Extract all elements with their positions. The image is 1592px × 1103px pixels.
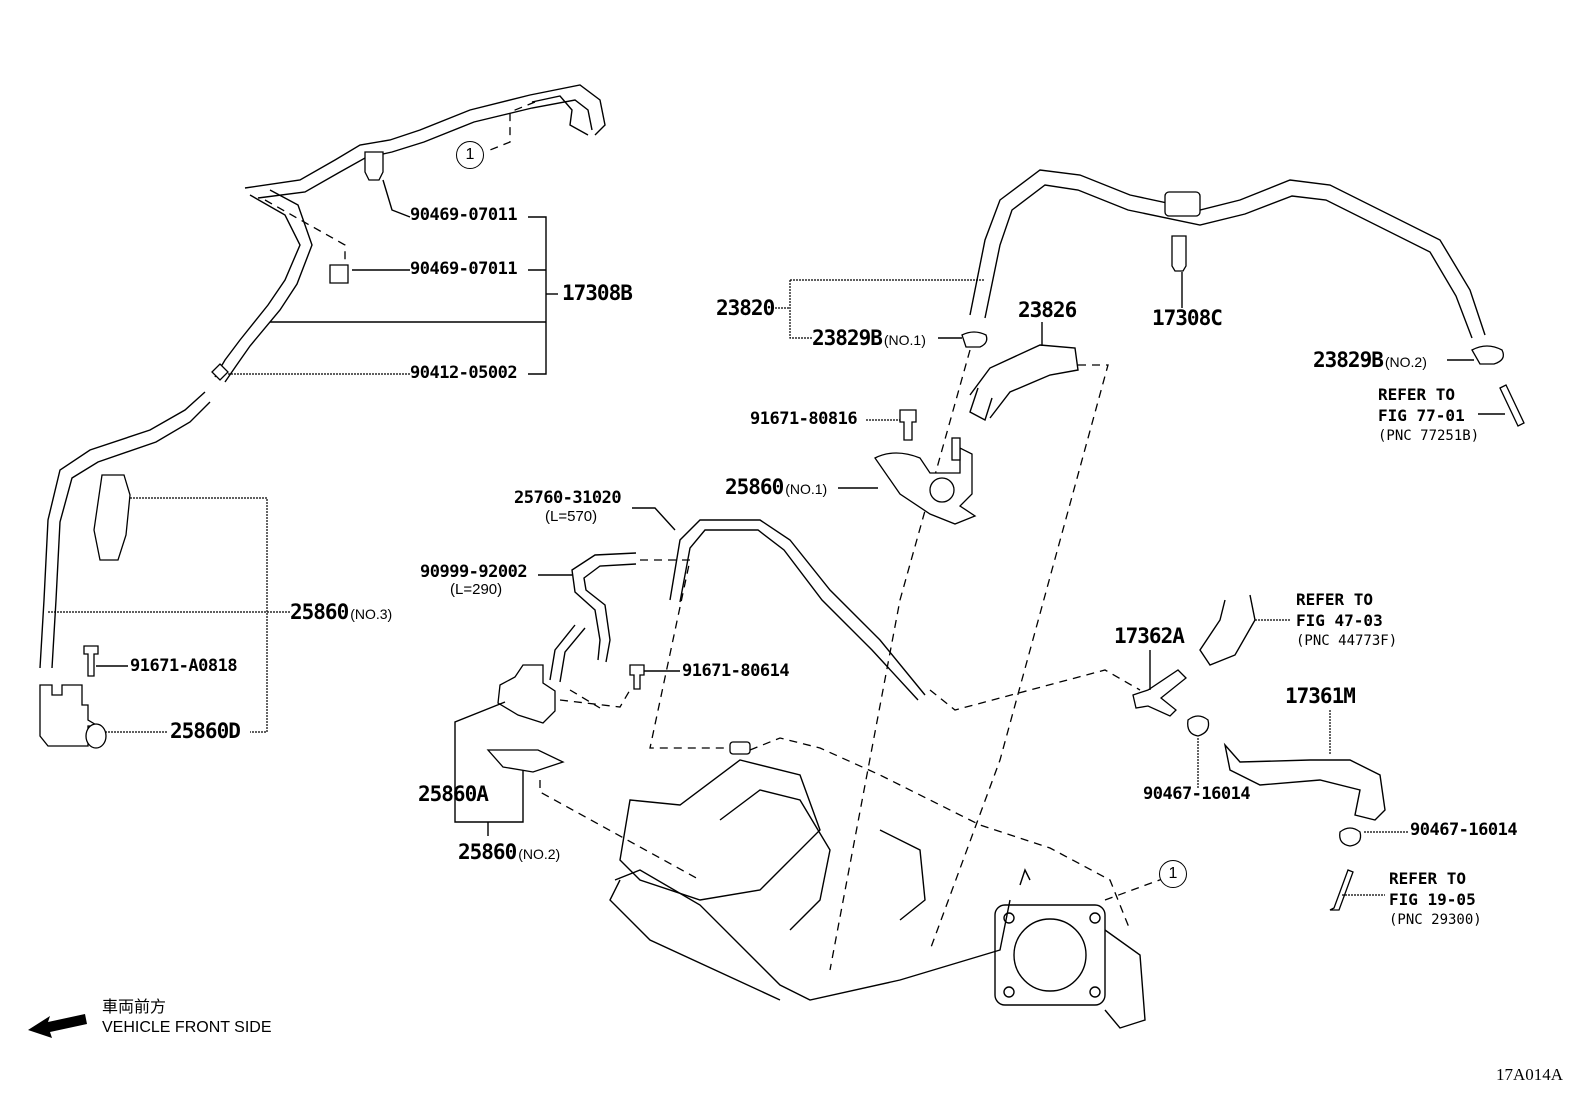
part-label-23826[interactable]: 23826 bbox=[1018, 298, 1077, 322]
intake-manifold bbox=[609, 737, 1146, 1029]
reference-line: REFER TO bbox=[1389, 869, 1467, 888]
direction-label-en: VEHICLE FRONT SIDE bbox=[102, 1019, 272, 1036]
clamp-90469-a bbox=[364, 151, 384, 181]
hose-ref-19-05 bbox=[1329, 869, 1354, 911]
hose-23820 bbox=[969, 169, 1525, 427]
vehicle-front-side-label: 車両前方 VEHICLE FRONT SIDE bbox=[102, 998, 272, 1038]
part-label-25860a[interactable]: 25860A bbox=[418, 782, 489, 806]
part-label-17308c[interactable]: 17308C bbox=[1152, 306, 1223, 330]
reference-pnc: (PNC 29300) bbox=[1389, 912, 1482, 928]
part-suffix: (NO.1) bbox=[785, 481, 828, 497]
vsv-25860-no1 bbox=[874, 437, 977, 525]
part-label-90467-16014-b[interactable]: 90467-16014 bbox=[1410, 820, 1518, 840]
part-number: 23829B bbox=[812, 326, 883, 350]
part-label-23829b-no2[interactable]: 23829B(NO.2) bbox=[1313, 350, 1427, 371]
bolt-91671-80816 bbox=[899, 409, 917, 441]
part-label-91671-80816[interactable]: 91671-80816 bbox=[750, 409, 858, 429]
part-label-25760-31020[interactable]: 25760-31020 bbox=[514, 488, 622, 508]
arrow-left-down-icon bbox=[28, 1014, 87, 1038]
reference-figure: FIG 47-03 bbox=[1296, 611, 1383, 630]
reference-figure: FIG 77-01 bbox=[1378, 406, 1465, 425]
hose-ref-47-03 bbox=[1199, 594, 1256, 666]
length-label-90999: (L=290) bbox=[450, 581, 503, 598]
callout-1-bottom: 1 bbox=[1159, 860, 1187, 888]
part-label-23829b-no1[interactable]: 23829B(NO.1) bbox=[812, 328, 926, 349]
hose-17308b bbox=[39, 84, 606, 669]
direction-label-jp: 車両前方 bbox=[102, 999, 167, 1016]
hose-25760-31020 bbox=[669, 519, 926, 701]
part-label-90999-92002[interactable]: 90999-92002 bbox=[420, 562, 528, 582]
part-suffix: (NO.1) bbox=[883, 332, 926, 348]
reference-line: REFER TO bbox=[1296, 590, 1374, 609]
clamp-17308c bbox=[1171, 235, 1187, 272]
vsv-25860d bbox=[39, 645, 107, 749]
reference-fig-77-01[interactable]: REFER TO FIG 77-01 (PNC 77251B) bbox=[1378, 384, 1479, 447]
part-label-17362a[interactable]: 17362A bbox=[1114, 624, 1185, 648]
callout-1-top: 1 bbox=[456, 141, 484, 169]
part-number: 25860 bbox=[458, 840, 517, 864]
reference-line: REFER TO bbox=[1378, 385, 1456, 404]
length-label-25760: (L=570) bbox=[545, 508, 598, 525]
reference-figure: FIG 19-05 bbox=[1389, 890, 1476, 909]
bolt-91671-80614 bbox=[629, 664, 645, 690]
bracket-25860-no3 bbox=[93, 474, 131, 561]
hose-90999-92002 bbox=[549, 552, 637, 683]
reference-fig-19-05[interactable]: REFER TO FIG 19-05 (PNC 29300) bbox=[1389, 868, 1482, 931]
part-number: 25860 bbox=[725, 475, 784, 499]
part-label-90469-07011-b[interactable]: 90469-07011 bbox=[410, 259, 518, 279]
reference-pnc: (PNC 77251B) bbox=[1378, 428, 1480, 444]
reference-pnc: (PNC 44773F) bbox=[1296, 633, 1398, 649]
part-label-90469-07011-a[interactable]: 90469-07011 bbox=[410, 205, 518, 225]
hose-17361m bbox=[1223, 742, 1386, 821]
part-label-90467-16014-a[interactable]: 90467-16014 bbox=[1143, 784, 1251, 804]
vsv-25860a bbox=[486, 664, 565, 773]
joint-90412 bbox=[211, 363, 229, 381]
assembly-label-25860-no2[interactable]: 25860(NO.2) bbox=[458, 842, 560, 863]
part-label-90412-05002[interactable]: 90412-05002 bbox=[410, 363, 518, 383]
part-label-91671-a0818[interactable]: 91671-A0818 bbox=[130, 656, 238, 676]
part-label-25860-no1[interactable]: 25860(NO.1) bbox=[725, 477, 827, 498]
part-suffix: (NO.3) bbox=[350, 606, 393, 622]
part-suffix: (NO.2) bbox=[518, 846, 561, 862]
assembly-label-17308b[interactable]: 17308B bbox=[562, 281, 633, 305]
part-suffix: (NO.2) bbox=[1384, 354, 1427, 370]
clamp-90467-a bbox=[1187, 715, 1210, 737]
clamp-23829b-no1 bbox=[961, 331, 988, 348]
clamp-90467-b bbox=[1339, 827, 1362, 847]
assembly-label-25860-no3[interactable]: 25860(NO.3) bbox=[290, 602, 392, 623]
bracket-25860-no2 bbox=[486, 749, 565, 773]
part-label-25860d[interactable]: 25860D bbox=[170, 719, 241, 743]
clamp-23829b-no2 bbox=[1471, 345, 1505, 365]
clamp-90469-b bbox=[329, 264, 349, 284]
assembly-label-23820[interactable]: 23820 bbox=[716, 296, 775, 320]
pipe-17362a bbox=[1132, 669, 1187, 717]
part-number: 23829B bbox=[1313, 348, 1384, 372]
part-number: 25860 bbox=[290, 600, 349, 624]
figure-id: 17A014A bbox=[1496, 1065, 1564, 1084]
hose-23826 bbox=[969, 344, 1079, 422]
reference-fig-47-03[interactable]: REFER TO FIG 47-03 (PNC 44773F) bbox=[1296, 589, 1397, 652]
part-label-17361m[interactable]: 17361M bbox=[1285, 684, 1356, 708]
part-label-91671-80614[interactable]: 91671-80614 bbox=[682, 661, 790, 681]
